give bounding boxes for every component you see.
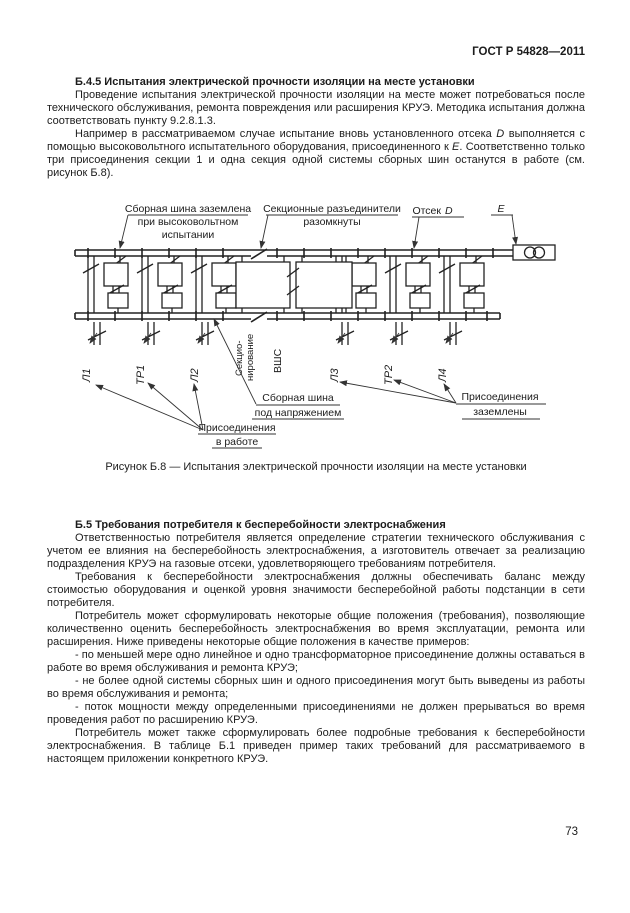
- bay-label-l2: Л2: [189, 368, 201, 383]
- callout-terminal-e: E: [491, 203, 519, 245]
- bay-label-tr2: ТР2: [383, 365, 395, 385]
- callout-busbar-energized: Сборная шина под напряжением: [213, 318, 344, 420]
- bay-tr2: [384, 255, 431, 345]
- callout-connections-in-service: Присоединения в работе: [95, 382, 276, 449]
- callout-text: разомкнуты: [303, 216, 360, 228]
- bay-tr1: [136, 255, 183, 345]
- callout-disconnectors-open: Секционные разъединители разомкнуты: [259, 203, 401, 249]
- list-item: - поток мощности между определенными при…: [47, 701, 585, 726]
- coupler-disconnector-icon: [286, 267, 300, 278]
- callout-text: Присоединения: [198, 422, 275, 434]
- bay-labels: Л1 ТР1 Л2 Секцио- нирование ВШС Л3 ТР2 Л…: [81, 334, 449, 385]
- list-item: - по меньшей мере одно линейное и одно т…: [47, 649, 585, 674]
- section-b45: Б.4.5 Испытания электрической прочности …: [47, 76, 585, 180]
- sectional-disconnector-top-icon: [250, 248, 268, 260]
- text-run: Например в рассматриваемом случае испыта…: [75, 128, 497, 140]
- paragraph: Проведение испытания электрической прочн…: [47, 89, 585, 127]
- variable-d: D: [496, 128, 505, 140]
- list-item: - не более одной системы сборных шин и о…: [47, 675, 585, 700]
- section-b45-heading: Б.4.5 Испытания электрической прочности …: [75, 76, 475, 88]
- callout-text: испытании: [162, 229, 215, 241]
- paragraph: Ответственностью потребителя является оп…: [47, 532, 585, 570]
- paragraph: Потребитель может сформулировать некотор…: [47, 610, 585, 648]
- page-number: 73: [565, 826, 578, 838]
- bottom-busbar: [74, 311, 501, 323]
- bay-label-sectioning: Секцио-: [234, 341, 245, 377]
- callout-text: в работе: [216, 436, 258, 448]
- bay-l1: [82, 255, 129, 345]
- paragraph: Например в рассматриваемом случае испыта…: [47, 128, 585, 180]
- paragraph: Потребитель может также сформулировать б…: [47, 727, 585, 765]
- callout-text: Сборная шина: [262, 392, 334, 404]
- callout-text: при высоковольтном: [138, 216, 239, 228]
- section-b5-heading: Б.5 Требования потребителя к бесперебойн…: [75, 519, 446, 531]
- figure-b8-diagram: Сборная шина заземлена при высоковольтно…: [74, 203, 556, 449]
- callout-text: Отсек: [412, 205, 441, 217]
- sectional-disconnector-bottom-icon: [250, 311, 268, 323]
- callout-text: Присоединения: [461, 391, 538, 403]
- document-header: ГОСТ Р 54828—2011: [472, 46, 585, 58]
- callout-text: Сборная шина заземлена: [125, 203, 251, 215]
- callout-busbar-grounded: Сборная шина заземлена при высоковольтно…: [118, 203, 251, 249]
- callout-text: Секционные разъединители: [263, 203, 401, 215]
- busbar-joints: [87, 311, 488, 321]
- bay-l4: [438, 255, 485, 345]
- bay-label-l4: Л4: [437, 368, 449, 383]
- bay-label-l1: Л1: [81, 368, 93, 383]
- variable-e: E: [497, 203, 505, 215]
- callout-connections-grounded: Присоединения заземлены: [339, 379, 546, 420]
- callout-compartment-d: Отсек D: [412, 205, 464, 249]
- callout-text: заземлены: [473, 406, 527, 418]
- coupler-disconnector-icon: [286, 285, 300, 296]
- bay-l2: [190, 255, 237, 345]
- bay-label-sectioning: нирование: [245, 334, 256, 381]
- bus-coupler-block: [295, 261, 353, 309]
- section-b5: Б.5 Требования потребителя к бесперебойн…: [47, 519, 585, 766]
- sectionalizer-block: [235, 256, 353, 313]
- test-transformer-e-icon: [512, 244, 556, 261]
- bay-l3: [330, 255, 377, 345]
- top-busbar: [74, 248, 513, 260]
- bay-label-tr1: ТР1: [135, 365, 147, 385]
- figure-caption: Рисунок Б.8 — Испытания электрической пр…: [105, 461, 527, 473]
- text-run: выполняется с помощью высоковольтного ис…: [47, 128, 585, 153]
- bay-label-vshs: ВШС: [272, 348, 284, 373]
- paragraph: Требования к бесперебойности электроснаб…: [47, 571, 585, 609]
- text-run: . Соответственно только три присоединени…: [47, 141, 586, 179]
- callout-text: под напряжением: [255, 407, 342, 419]
- variable-e: E: [452, 141, 460, 153]
- variable-d: D: [445, 205, 453, 217]
- bay-label-l3: Л3: [329, 367, 341, 383]
